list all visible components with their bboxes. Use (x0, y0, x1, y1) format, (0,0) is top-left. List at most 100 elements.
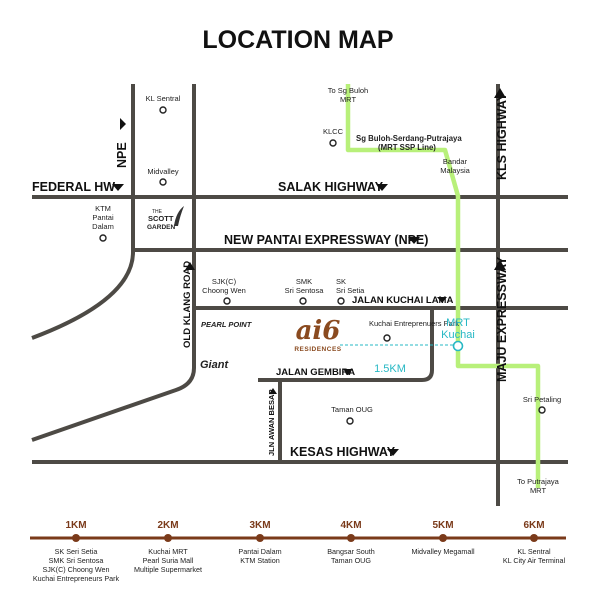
scale-marker-icon (164, 534, 172, 542)
scale-marker-icon (347, 534, 355, 542)
svg-text:To Putrajaya: To Putrajaya (517, 477, 560, 486)
jln-awan-besar-arrow (269, 388, 277, 394)
label-mrt-kuchai: MRT Kuchai (441, 317, 475, 341)
scale-place-label: Pearl Suria Mall (143, 556, 194, 565)
svg-text:MRT: MRT (446, 317, 470, 329)
landmark-bandar-malaysia: Bandar Malaysia (440, 157, 470, 175)
landmark-sjkc-choong-wen: SJK(C) Choong Wen (202, 277, 246, 305)
svg-text:Sri Petaling: Sri Petaling (523, 395, 561, 404)
landmark-smk-sri-sentosa: SMK Sri Sentosa (285, 277, 325, 305)
scale-place-label: SMK Sri Sentosa (49, 556, 104, 565)
label-to-putrajaya: To Putrajaya MRT (517, 477, 560, 495)
salak-highway-label: SALAK HIGHWAY (278, 180, 384, 194)
maju-expressway-label: MAJU EXPRESSWAY (495, 256, 509, 382)
kesas-highway-label: KESAS HIGHWAY (290, 445, 396, 459)
landmark-taman-oug: Taman OUG (331, 405, 373, 425)
svg-text:KTM: KTM (95, 204, 111, 213)
svg-text:KLCC: KLCC (323, 127, 344, 136)
scale-place-label: Bangsar South (327, 547, 375, 556)
old-klang-road (31, 250, 196, 442)
svg-text:Sri Sentosa: Sri Sentosa (285, 286, 325, 295)
svg-text:PEARL POINT: PEARL POINT (201, 320, 253, 329)
svg-text:Midvalley: Midvalley (147, 167, 179, 176)
svg-text:Bandar: Bandar (443, 157, 468, 166)
kls-highway-arrow (494, 88, 506, 98)
svg-text:Kuchai Entreprenuers Park: Kuchai Entreprenuers Park (369, 319, 459, 328)
scale-place-label: Kuchai MRT (148, 547, 188, 556)
svg-text:Choong Wen: Choong Wen (202, 286, 246, 295)
npe-label: NPE (115, 142, 129, 168)
scale-place-label: KL City Air Terminal (503, 556, 566, 565)
svg-text:THE: THE (152, 209, 163, 215)
svg-text:SJK(C): SJK(C) (212, 277, 237, 286)
landmark-sk-sri-setia: SK Sri Setia (336, 277, 365, 305)
svg-text:MRT: MRT (530, 486, 547, 495)
landmark-ktm-pantai-dalam: KTM Pantai Dalam (92, 204, 114, 242)
scale-place-label: Midvalley Megamall (411, 547, 475, 556)
ai6-logo-mark: ai6 (296, 316, 341, 346)
landmark-pin-icon (346, 417, 354, 425)
scale-place-label: Multiple Supermarket (134, 565, 202, 574)
kesas-highway-arrow (387, 449, 399, 456)
svg-text:(MRT SSP Line): (MRT SSP Line) (378, 143, 436, 152)
landmark-klcc: KLCC (323, 127, 344, 147)
scale-km-label: 1KM (65, 520, 86, 531)
salak-highway-arrow (376, 184, 388, 191)
road-network (31, 84, 568, 506)
landmark-sri-petaling: Sri Petaling (523, 395, 561, 414)
scale-marker-icon (530, 534, 538, 542)
maju-expressway-arrow (494, 260, 506, 270)
scale-km-label: 3KM (249, 520, 270, 531)
old-klang-road-arrow (185, 262, 195, 270)
scale-marker-icon (439, 534, 447, 542)
svg-text:Giant: Giant (200, 359, 229, 371)
scale-place-label: KL Sentral (517, 547, 551, 556)
mrt-kuchai-station (452, 340, 464, 352)
scale-marker-icon (72, 534, 80, 542)
scale-place-label: Pantai Dalam (238, 547, 281, 556)
landmark-kuchai-entrepreneurs-park: Kuchai Entreprenuers Park (369, 319, 459, 342)
svg-text:Sri Setia: Sri Setia (336, 286, 365, 295)
svg-text:Sg Buloh-Serdang-Putrajaya: Sg Buloh-Serdang-Putrajaya (356, 134, 462, 143)
jalan-gembira-arrow (343, 369, 353, 375)
scale-km-label: 4KM (340, 520, 361, 531)
svg-text:Dalam: Dalam (92, 222, 114, 231)
ai6-residences-logo: ai6 RESIDENCES (294, 316, 341, 353)
scale-place-label: SK Seri Setia (55, 547, 98, 556)
label-ssp-line: Sg Buloh-Serdang-Putrajaya (MRT SSP Line… (356, 134, 462, 152)
jalan-gembira-label: JALAN GEMBIRA (276, 367, 355, 378)
svg-text:KL Sentral: KL Sentral (146, 94, 181, 103)
svg-text:GARDEN: GARDEN (147, 224, 175, 231)
svg-text:Taman OUG: Taman OUG (331, 405, 373, 414)
svg-text:Malaysia: Malaysia (440, 166, 470, 175)
scale-km-label: 2KM (157, 520, 178, 531)
label-to-sg-buloh: To Sg Buloh MRT (328, 86, 368, 104)
npe-arrow (120, 118, 126, 130)
landmark-pin-icon (383, 334, 391, 342)
jalan-kuchai-lama-label: JALAN KUCHAI LAMA (352, 295, 453, 306)
landmark-pin-icon (329, 139, 337, 147)
scale-marker-icon (256, 534, 264, 542)
pearl-point-logo: PEARL POINT (201, 320, 253, 329)
svg-text:SMK: SMK (296, 277, 312, 286)
scale-place-label: Kuchai Entrepreneurs Park (33, 574, 120, 583)
kls-highway-label: KLS HIGHWAY (495, 92, 509, 180)
landmark-pin-icon (337, 297, 345, 305)
jln-awan-besar-label: JLN AWAN BESAR (267, 389, 276, 456)
svg-text:Kuchai: Kuchai (441, 329, 475, 341)
scale-place-label: KTM Station (240, 556, 280, 565)
svg-text:Pantai: Pantai (92, 213, 114, 222)
mrt-ssp-line (345, 84, 541, 488)
old-klang-road-label: OLD KLANG ROAD (182, 261, 193, 348)
giant-logo: Giant (200, 359, 229, 371)
scale-place-label: SJK(C) Choong Wen (43, 565, 110, 574)
ai6-logo-subtitle: RESIDENCES (294, 346, 341, 353)
landmark-pin-icon (223, 297, 231, 305)
